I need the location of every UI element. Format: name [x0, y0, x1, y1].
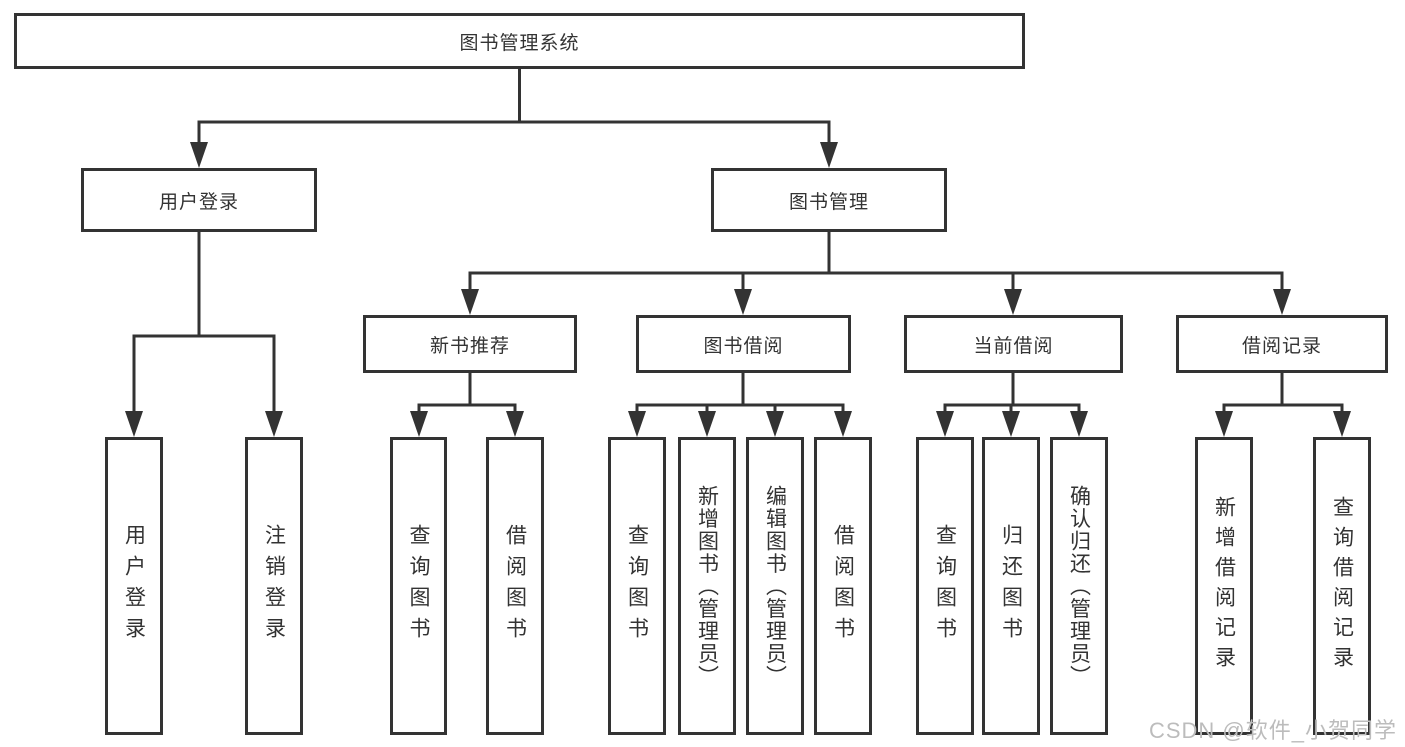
arrowheads — [125, 142, 1351, 437]
node-new-book-recommend: 新书推荐 — [363, 315, 577, 373]
leaf-confirm-return-admin-label: 确认归还（管理员） — [1067, 484, 1091, 688]
leaf-query-books-3-label: 查询图书 — [933, 524, 957, 648]
node-root-label: 图书管理系统 — [459, 32, 580, 54]
node-user-login-label: 用户登录 — [158, 191, 239, 213]
leaf-logout-label: 注销登录 — [262, 524, 286, 648]
leaf-borrow-books-2-label: 借阅图书 — [831, 524, 855, 648]
leaf-user-login: 用户登录 — [105, 437, 163, 735]
node-borrow-records: 借阅记录 — [1176, 315, 1388, 373]
node-book-management: 图书管理 — [711, 168, 947, 232]
leaf-query-borrow-record-label: 查询借阅记录 — [1330, 496, 1354, 676]
node-root-system: 图书管理系统 — [14, 13, 1025, 69]
leaf-query-borrow-record: 查询借阅记录 — [1313, 437, 1371, 735]
node-book-borrow-label: 图书借阅 — [703, 335, 784, 357]
leaf-return-books-label: 归还图书 — [999, 524, 1023, 648]
leaf-edit-books-admin: 编辑图书（管理员） — [746, 437, 804, 735]
leaf-add-books-admin: 新增图书（管理员） — [678, 437, 736, 735]
leaf-query-books-2-label: 查询图书 — [625, 524, 649, 648]
leaf-borrow-books-2: 借阅图书 — [814, 437, 872, 735]
leaf-add-borrow-record: 新增借阅记录 — [1195, 437, 1253, 735]
node-book-borrow: 图书借阅 — [636, 315, 851, 373]
node-user-login: 用户登录 — [81, 168, 317, 232]
leaf-borrow-books-label: 借阅图书 — [503, 524, 527, 648]
csdn-watermark: CSDN @软件_小贺同学 — [1148, 718, 1397, 743]
leaf-logout: 注销登录 — [245, 437, 303, 735]
node-book-management-label: 图书管理 — [788, 191, 869, 213]
leaf-user-login-label: 用户登录 — [122, 524, 146, 648]
leaf-confirm-return-admin: 确认归还（管理员） — [1050, 437, 1108, 735]
leaf-query-books-3: 查询图书 — [916, 437, 974, 735]
leaf-query-books-label: 查询图书 — [407, 524, 430, 648]
node-borrow-records-label: 借阅记录 — [1241, 335, 1322, 357]
leaf-add-borrow-record-label: 新增借阅记录 — [1212, 496, 1236, 676]
leaf-borrow-books: 借阅图书 — [486, 437, 544, 735]
leaf-edit-books-admin-label: 编辑图书（管理员） — [763, 484, 787, 688]
leaf-return-books: 归还图书 — [982, 437, 1040, 735]
node-new-book-recommend-label: 新书推荐 — [429, 335, 510, 357]
leaf-query-books: 查询图书 — [390, 437, 447, 735]
node-current-borrow: 当前借阅 — [904, 315, 1123, 373]
leaf-query-books-2: 查询图书 — [608, 437, 666, 735]
node-current-borrow-label: 当前借阅 — [973, 335, 1054, 357]
leaf-add-books-admin-label: 新增图书（管理员） — [695, 484, 719, 688]
